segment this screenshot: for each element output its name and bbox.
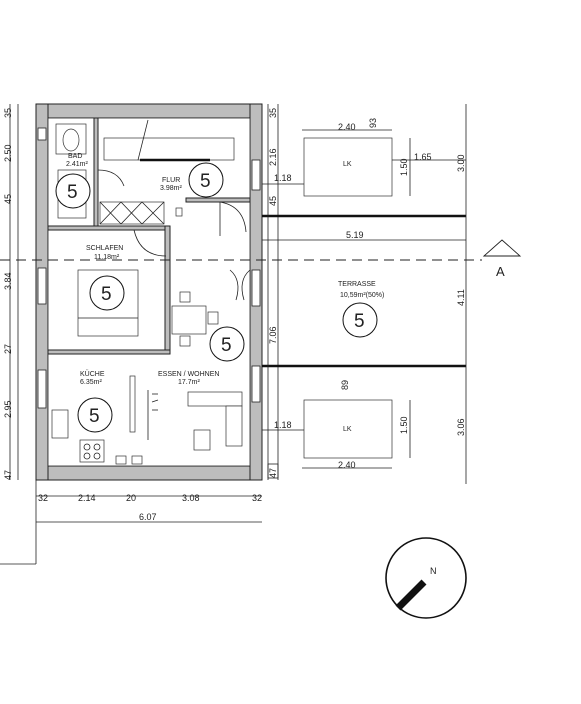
wall-right-dimensions: 35 2.16 45 7.06 47 bbox=[268, 108, 278, 478]
room-terrasse-area: 10,59m²(50%) bbox=[340, 292, 384, 299]
svg-text:2.14: 2.14 bbox=[78, 493, 96, 503]
room-kueche-area: 6.35m² bbox=[80, 379, 102, 386]
kitchen-fixtures bbox=[51, 375, 143, 465]
north-arrow bbox=[385, 537, 467, 619]
svg-text:3.00: 3.00 bbox=[456, 154, 466, 172]
svg-text:5.19: 5.19 bbox=[346, 230, 364, 240]
room-schlafen-area: 11.18m² bbox=[94, 254, 120, 261]
room-terrasse-name: TERRASSE bbox=[338, 281, 376, 288]
svg-text:20: 20 bbox=[126, 493, 136, 503]
mark-terrasse: 5 bbox=[354, 311, 365, 332]
svg-text:2.40: 2.40 bbox=[338, 460, 356, 470]
hall-fixtures bbox=[99, 119, 247, 257]
svg-text:2.40: 2.40 bbox=[338, 122, 356, 132]
room-flur-area: 3.98m² bbox=[160, 185, 182, 192]
bottom-dimensions: 32 2.14 20 3.08 32 6.07 bbox=[38, 493, 262, 522]
section-line bbox=[0, 239, 522, 261]
lk-top-label: LK bbox=[343, 161, 352, 168]
svg-text:89: 89 bbox=[340, 380, 350, 390]
svg-text:47: 47 bbox=[268, 468, 278, 478]
section-label: A bbox=[496, 264, 505, 279]
svg-text:45: 45 bbox=[3, 194, 13, 204]
svg-text:3.84: 3.84 bbox=[3, 272, 13, 290]
room-marks: 5 5 5 5 5 5 bbox=[55, 162, 378, 433]
room-bad-area: 2.41m² bbox=[66, 161, 88, 168]
svg-text:1.50: 1.50 bbox=[399, 416, 409, 434]
terrace-lines bbox=[9, 104, 467, 484]
room-essen-name: ESSEN / WOHNEN bbox=[158, 371, 219, 378]
svg-text:93: 93 bbox=[368, 118, 378, 128]
terrace-dimensions: 2.40 93 1.50 1.65 1.18 5.19 89 1.18 1.50… bbox=[274, 118, 466, 470]
mark-kueche: 5 bbox=[89, 406, 100, 427]
svg-text:7.06: 7.06 bbox=[268, 326, 278, 344]
svg-text:35: 35 bbox=[268, 108, 278, 118]
svg-text:1.18: 1.18 bbox=[274, 173, 292, 183]
room-kueche-name: KÜCHE bbox=[80, 370, 105, 378]
svg-text:6.07: 6.07 bbox=[139, 512, 157, 522]
living-furniture bbox=[147, 390, 243, 451]
svg-text:1.65: 1.65 bbox=[414, 152, 432, 162]
lk-bottom-label: LK bbox=[343, 426, 352, 433]
svg-text:2.50: 2.50 bbox=[3, 144, 13, 162]
interior-walls bbox=[47, 117, 251, 355]
svg-text:3.06: 3.06 bbox=[456, 418, 466, 436]
svg-text:35: 35 bbox=[3, 108, 13, 118]
svg-text:32: 32 bbox=[252, 493, 262, 503]
svg-text:32: 32 bbox=[38, 493, 48, 503]
svg-text:4.11: 4.11 bbox=[456, 289, 466, 306]
room-essen-area: 17.7m² bbox=[178, 379, 200, 386]
room-flur-name: FLUR bbox=[162, 177, 180, 184]
svg-text:27: 27 bbox=[3, 344, 13, 354]
mark-schlafen: 5 bbox=[101, 284, 112, 305]
svg-text:1.50: 1.50 bbox=[399, 158, 409, 176]
room-schlafen-name: SCHLAFEN bbox=[86, 245, 123, 252]
svg-text:1.18: 1.18 bbox=[274, 420, 292, 430]
room-bad-name: BAD bbox=[68, 153, 82, 160]
mark-flur: 5 bbox=[200, 171, 211, 192]
svg-text:2.95: 2.95 bbox=[3, 400, 13, 418]
mark-bad: 5 bbox=[67, 182, 78, 203]
dimension-lines bbox=[0, 104, 466, 565]
svg-text:47: 47 bbox=[3, 470, 13, 480]
svg-text:2.16: 2.16 bbox=[268, 148, 278, 166]
left-dimensions: 35 2.50 45 3.84 27 2.95 47 bbox=[3, 108, 13, 480]
svg-text:3.08: 3.08 bbox=[182, 493, 200, 503]
dining-table bbox=[171, 269, 251, 347]
svg-text:45: 45 bbox=[268, 196, 278, 206]
mark-essen: 5 bbox=[221, 335, 232, 356]
north-label: N bbox=[430, 566, 437, 576]
windows bbox=[37, 127, 279, 479]
